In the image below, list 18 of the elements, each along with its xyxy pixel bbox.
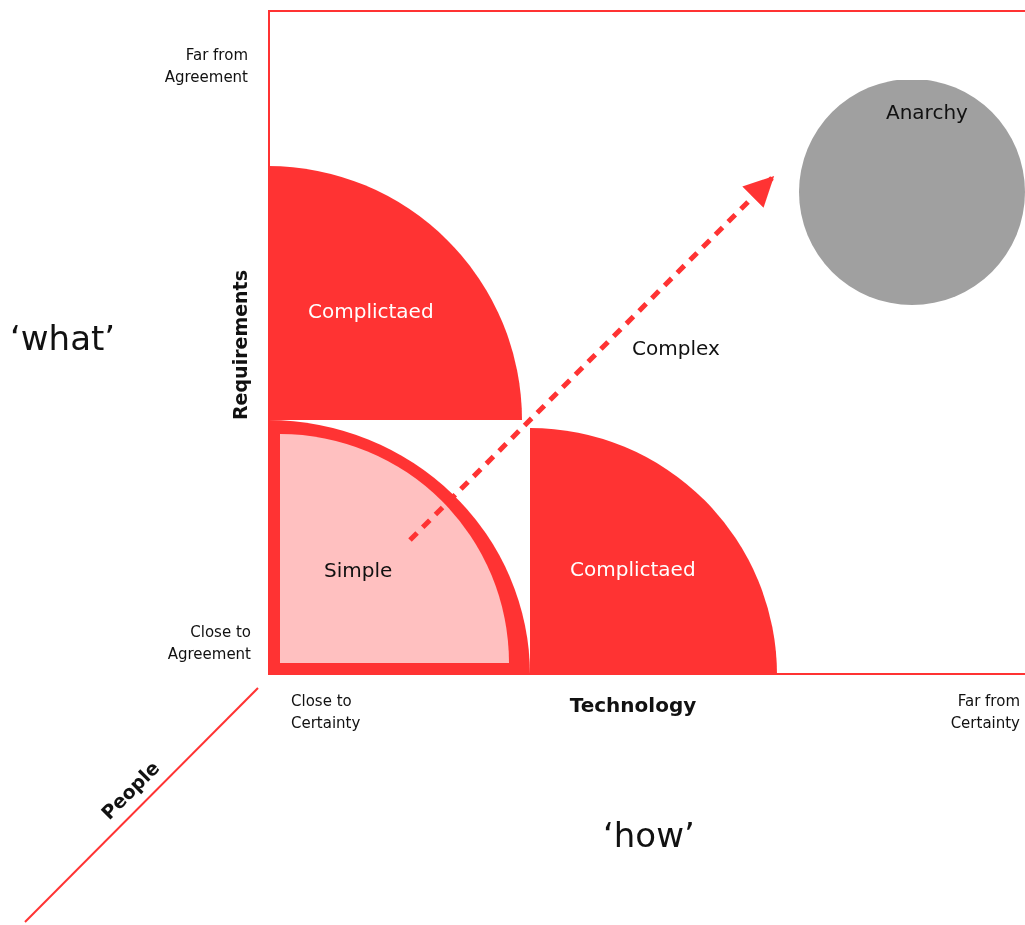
region-label: Complex (632, 336, 720, 360)
arrow (408, 175, 775, 542)
axis-label: Far from Certainty (949, 691, 1020, 734)
region-label: Complictaed (308, 299, 434, 323)
axis-label: Close to Certainty (291, 691, 362, 734)
axis-label: Requirements (229, 270, 251, 420)
quarter-circle-region (530, 428, 777, 675)
quarter-circle-region (268, 166, 522, 420)
axis-label: Far from Agreement (163, 45, 248, 88)
axis-caption: ‘what’ (10, 318, 116, 358)
region-label: Anarchy (886, 100, 968, 124)
region-label: Complictaed (570, 557, 696, 581)
circle-region (798, 80, 1025, 305)
quarter-circle-region (268, 420, 530, 675)
axis-label: Technology (569, 694, 697, 716)
axis-caption: ‘how’ (603, 815, 695, 855)
axis-label: Close to Agreement (166, 622, 251, 665)
region-label: Simple (324, 558, 393, 582)
